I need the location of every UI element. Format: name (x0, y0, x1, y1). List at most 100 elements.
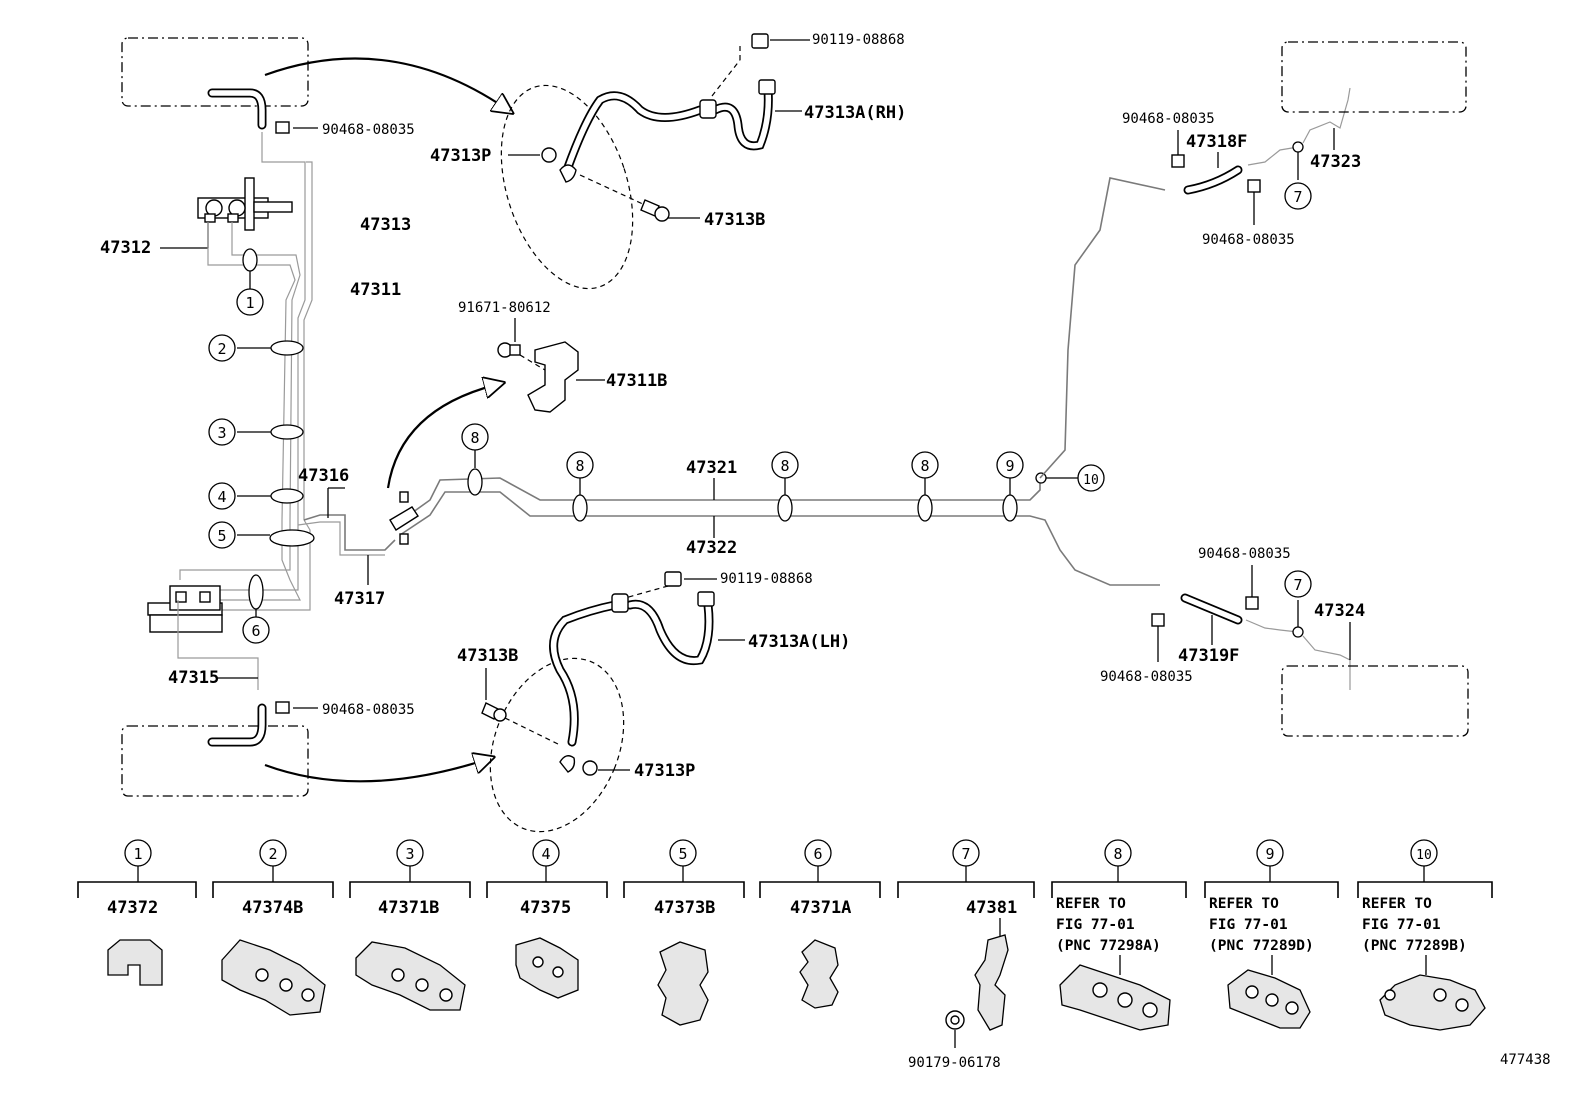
legend-ref-8-line2: FIG 77-01 (1056, 917, 1135, 933)
washer-icon (541, 147, 557, 163)
bracket-icon (527, 341, 579, 413)
arrow-to-lh-detail (264, 760, 485, 783)
legend-ref-9-line1: REFER TO (1209, 896, 1279, 912)
legend-item-1: 1 47372 (77, 839, 197, 986)
callout-47318f: 47318F (1186, 132, 1247, 152)
callout-47324: 47324 (1314, 601, 1365, 621)
clamp-1-icon (107, 939, 163, 986)
callout-90468-bottom-left: 90468-08035 (322, 702, 415, 718)
callout-47313a-lh: 47313A(LH) (748, 632, 850, 652)
callout-90119-mid: 90119-08868 (720, 571, 813, 587)
legend-item-10: 10 REFER TO FIG 77-01 (PNC 77289B) (1357, 839, 1493, 1031)
dashed-box-top-right (1281, 41, 1467, 113)
legend-ref-8-line1: REFER TO (1056, 896, 1126, 912)
legend-ref-9-line3: (PNC 77289D) (1209, 938, 1314, 954)
clamp-2-oval (270, 340, 304, 356)
svg-text:8: 8 (1113, 845, 1122, 863)
clamp-markers: 1 2 3 4 5 6 7 7 8 8 8 8 9 10 (208, 182, 1312, 644)
clamp-2-icon (221, 939, 326, 1016)
callout-47315: 47315 (168, 668, 219, 688)
rear-pipes-area (1039, 41, 1469, 737)
callout-47313: 47313 (360, 215, 411, 235)
callout-47311: 47311 (350, 280, 401, 300)
clamp-8-oval (777, 494, 793, 522)
legend-part-47372: 47372 (107, 898, 158, 918)
marker-8-d: 8 (911, 451, 939, 479)
marker-8-a: 8 (461, 423, 489, 451)
callout-90468-top-right-1: 90468-08035 (1122, 111, 1215, 127)
svg-text:9: 9 (1265, 845, 1274, 863)
legend-part-90179: 90179-06178 (908, 1055, 1001, 1071)
svg-text:1: 1 (133, 845, 142, 863)
main-pipe-clamps (467, 450, 1078, 522)
washer-icon (582, 760, 598, 776)
svg-text:4: 4 (217, 488, 226, 506)
clamp-5-icon (657, 941, 709, 1026)
callout-47323: 47323 (1310, 152, 1361, 172)
svg-text:2: 2 (268, 845, 277, 863)
legend-ref-10-line1: REFER TO (1362, 896, 1432, 912)
marker-6: 6 (242, 616, 270, 644)
marker-4: 4 (208, 482, 236, 510)
legend-part-47371a: 47371A (790, 898, 851, 918)
callout-90468-bottom-right-1: 90468-08035 (1198, 546, 1291, 562)
svg-text:10: 10 (1416, 848, 1432, 863)
callout-90468-top-left: 90468-08035 (322, 122, 415, 138)
legend-part-47375: 47375 (520, 898, 571, 918)
marker-10: 10 (1077, 464, 1105, 492)
callout-91671: 91671-80612 (458, 300, 551, 316)
clamp-legend: 1 47372 2 47374B 3 47371B 4 (77, 839, 1493, 1071)
clamp-8-oval (917, 494, 933, 522)
svg-text:2: 2 (217, 340, 226, 358)
svg-text:7: 7 (1293, 188, 1302, 206)
legend-item-9: 9 REFER TO FIG 77-01 (PNC 77289D) (1204, 839, 1339, 1029)
callout-47313p-top: 47313P (430, 146, 491, 166)
marker-8-c: 8 (771, 451, 799, 479)
callout-90119-top: 90119-08868 (812, 32, 905, 48)
hose-fitting-top-left (207, 88, 267, 130)
svg-text:1: 1 (245, 294, 254, 312)
callout-47322: 47322 (686, 538, 737, 558)
dashed-box-top-left (121, 37, 309, 107)
dashed-ellipse-lh (489, 657, 625, 833)
svg-text:8: 8 (575, 457, 584, 475)
clip-icon (1171, 154, 1185, 168)
svg-text:4: 4 (541, 845, 550, 863)
marker-3: 3 (208, 418, 236, 446)
callout-90468-bottom-right-2: 90468-08035 (1100, 669, 1193, 685)
dashed-box-bottom-left (121, 725, 309, 797)
banjo-bolt-end-icon (559, 164, 577, 183)
callout-47316: 47316 (298, 466, 349, 486)
callout-47317: 47317 (334, 589, 385, 609)
clamp-8-icon (1059, 964, 1171, 1031)
clip-7-icon (974, 934, 1009, 1031)
clamp-6-icon (799, 939, 839, 1009)
clamp-8-oval (467, 468, 483, 496)
svg-text:7: 7 (1293, 576, 1302, 594)
svg-text:3: 3 (405, 845, 414, 863)
svg-text:9: 9 (1005, 457, 1014, 475)
legend-ref-9-line2: FIG 77-01 (1209, 917, 1288, 933)
clamp-4-oval (270, 488, 304, 504)
bracket-fitting-icon (699, 99, 717, 119)
svg-text:8: 8 (780, 457, 789, 475)
rh-flex-hose-detail (500, 33, 810, 290)
svg-text:6: 6 (251, 622, 260, 640)
legend-item-4: 4 47375 (486, 839, 608, 999)
clamp-10-icon (1379, 974, 1486, 1031)
bolt-icon (664, 571, 682, 587)
left-clamp-group (237, 248, 315, 618)
svg-text:8: 8 (470, 429, 479, 447)
callout-47313b-top: 47313B (704, 210, 765, 230)
marker-1: 1 (236, 288, 264, 316)
legend-item-8: 8 REFER TO FIG 77-01 (PNC 77298A) (1051, 839, 1187, 1031)
legend-part-47381: 47381 (966, 898, 1017, 918)
callout-47321: 47321 (686, 458, 737, 478)
svg-text:5: 5 (217, 527, 226, 545)
legend-item-6: 6 47371A (759, 839, 881, 1009)
legend-part-47374b: 47374B (242, 898, 303, 918)
svg-text:10: 10 (1083, 473, 1099, 488)
svg-text:5: 5 (678, 845, 687, 863)
clamp-4-icon (515, 937, 579, 999)
